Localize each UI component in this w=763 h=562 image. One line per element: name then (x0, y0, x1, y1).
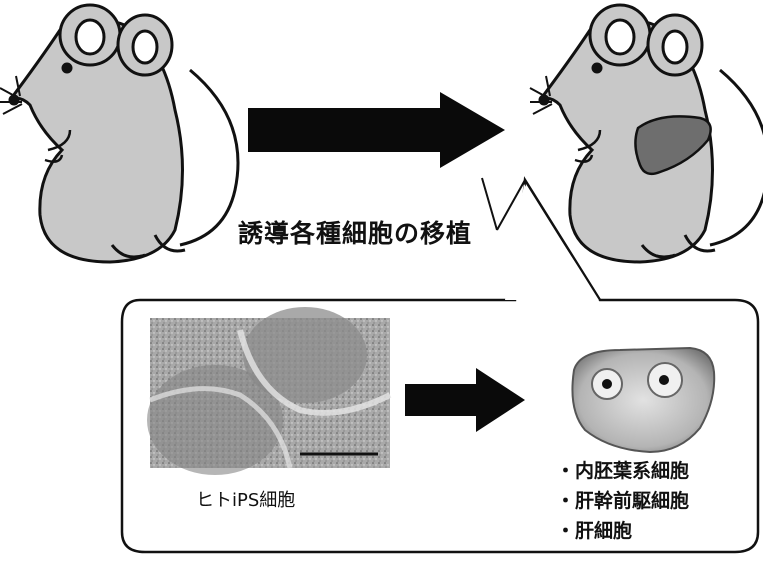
cell-type-item: ・肝幹前駆細胞 (556, 486, 689, 516)
cell-type-item: ・内胚葉系細胞 (556, 456, 689, 486)
cell-type-list: ・内胚葉系細胞 ・肝幹前駆細胞 ・肝細胞 (556, 456, 689, 546)
cell-type-item: ・肝細胞 (556, 516, 689, 546)
transplant-caption: 誘導各種細胞の移植 (238, 214, 472, 250)
cell-aggregate-image (572, 348, 714, 452)
mouse-before-icon (0, 5, 238, 262)
transplant-arrow-icon (248, 92, 505, 168)
ips-colony-image (147, 307, 390, 475)
ips-cell-label: ヒトiPS細胞 (196, 486, 295, 512)
